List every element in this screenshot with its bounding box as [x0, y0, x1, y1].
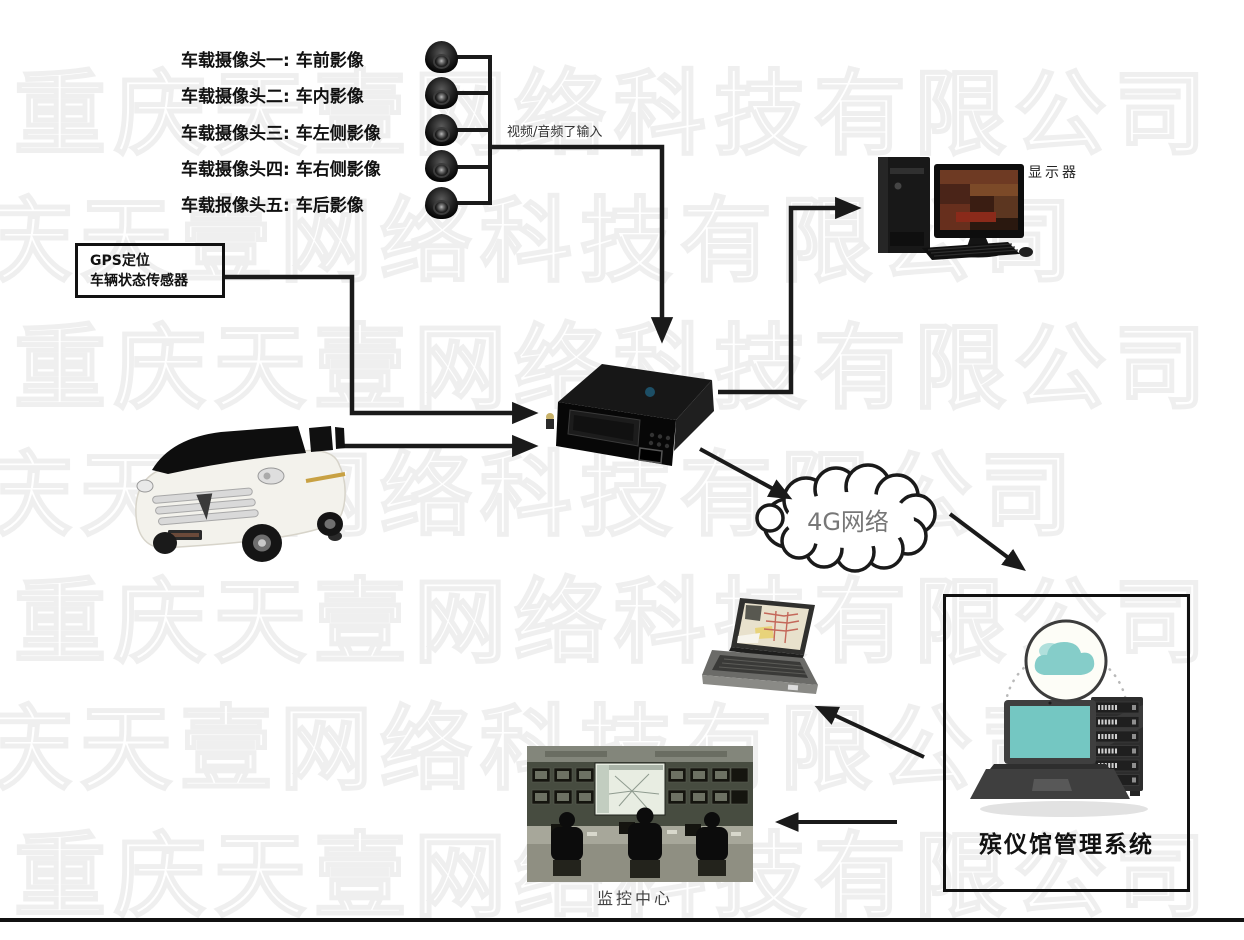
- control-room-image: [527, 746, 753, 882]
- management-system-label: 殡仪馆管理系统: [979, 832, 1154, 858]
- dome-camera-icon: [425, 41, 458, 73]
- display-label: 显示器: [1028, 165, 1079, 181]
- dome-camera-icon: [425, 150, 458, 182]
- laptop-map-image: [702, 598, 818, 694]
- dome-camera-icon: [425, 187, 458, 219]
- shadow: [980, 801, 1148, 817]
- bottom-border-line: [0, 918, 1244, 922]
- camera-label-3: 车载摄像头三: 车左侧影像: [181, 124, 381, 144]
- operator-silhouettes: [551, 807, 728, 861]
- gps-box-line1: GPS定位: [90, 253, 150, 269]
- gps-box-line2: 车辆状态传感器: [90, 273, 188, 289]
- arrow-management-to-laptop: [814, 705, 925, 759]
- camera-label-5: 车载报像头五: 车后影像: [181, 196, 364, 216]
- monitoring-center-caption: 监控中心: [597, 889, 674, 908]
- main-screen: [594, 762, 666, 816]
- desktop-computer-image: [878, 157, 1033, 260]
- arrow-cloud-to-management: [948, 512, 1026, 571]
- arrow-gps-to-dvr: [224, 274, 539, 425]
- monitor-screen-photo: [940, 170, 1018, 230]
- video-wall-screens: [531, 767, 749, 805]
- van-image: [135, 426, 346, 562]
- camera-bracket-lines: [456, 55, 492, 205]
- arrow-dvr-to-display: [718, 196, 862, 395]
- cloud-icon: [1024, 619, 1108, 703]
- laptop-icon: [970, 700, 1130, 799]
- video-audio-input-label: 视频/音频了输入: [507, 125, 603, 140]
- camera-label-1: 车载摄像头一: 车前影像: [181, 51, 364, 71]
- management-system-illustration: [970, 619, 1148, 817]
- dome-camera-icon: [425, 77, 458, 109]
- camera-label-4: 车载摄像头四: 车右侧影像: [181, 160, 381, 180]
- arrow-dvr-to-cloud: [699, 447, 793, 500]
- network-cloud-shape: [755, 463, 937, 573]
- network-label: 4G网络: [807, 508, 889, 536]
- gps-sensor-box: GPS定位 车辆状态传感器: [75, 243, 225, 298]
- dome-camera-icon: [425, 114, 458, 146]
- mobile-dvr-device: [546, 364, 714, 466]
- arrow-cameras-to-dvr: [490, 144, 674, 344]
- management-system-box: 殡仪馆管理系统: [943, 594, 1190, 892]
- camera-label-2: 车载摄像头二: 车内影像: [181, 87, 364, 107]
